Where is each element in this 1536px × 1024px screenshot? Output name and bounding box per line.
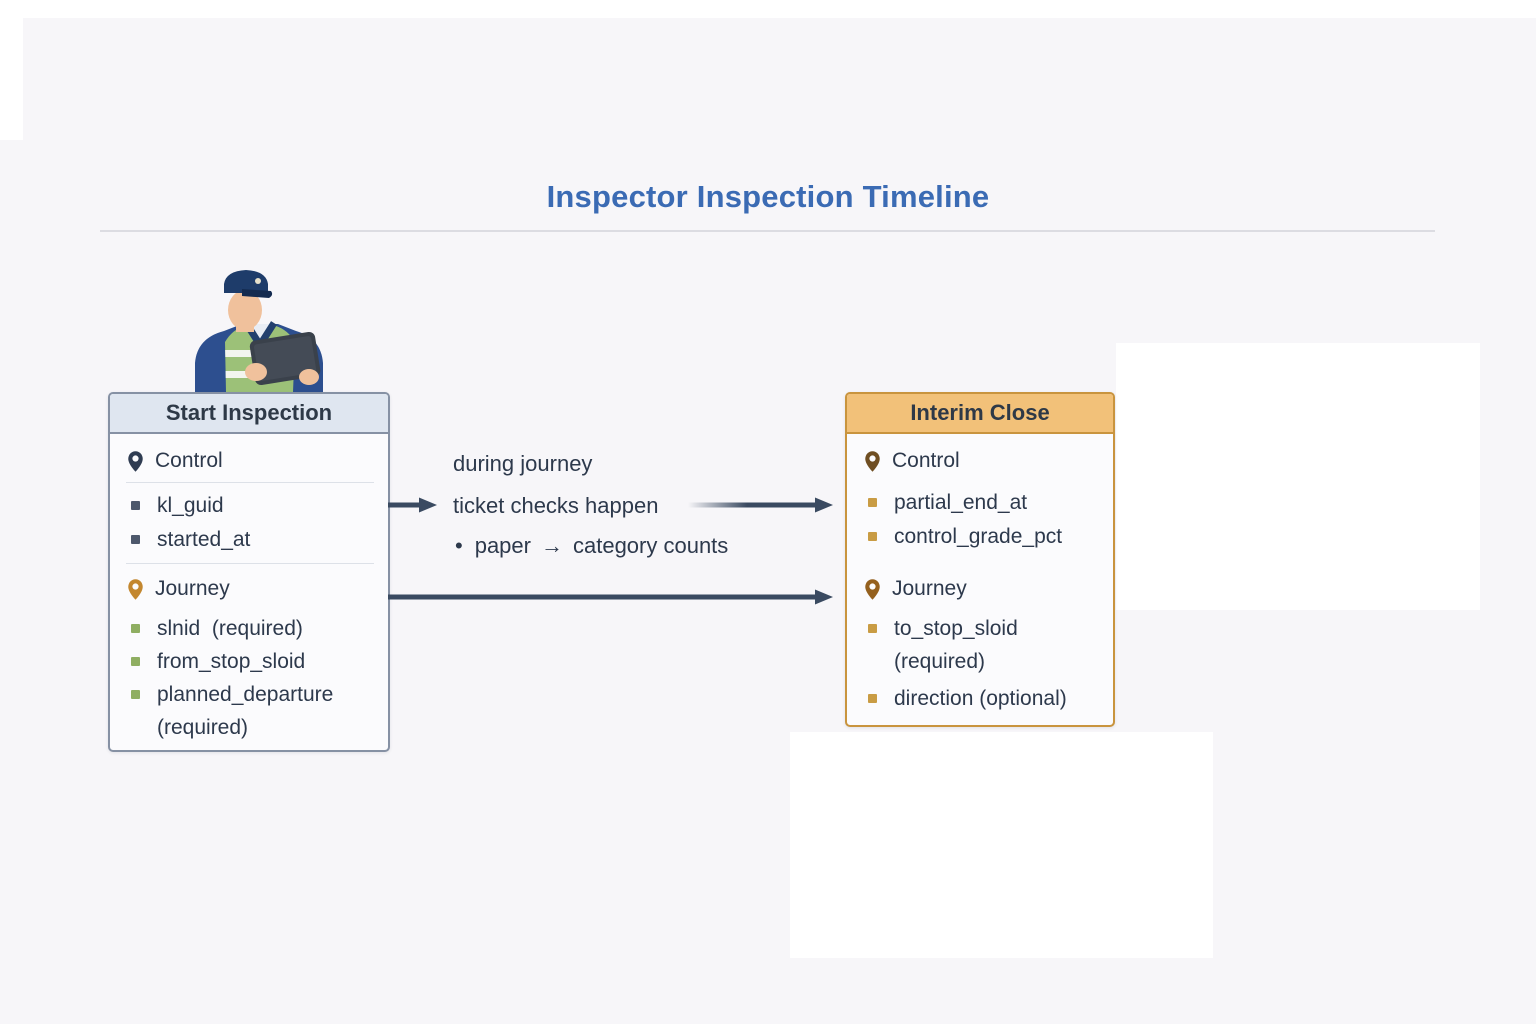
section-label: Journey bbox=[155, 577, 230, 600]
page-title: Inspector Inspection Timeline bbox=[546, 179, 990, 214]
start-inspection-card-body: Control kl_guid started_at bbox=[110, 434, 388, 754]
separator-line bbox=[126, 482, 374, 483]
inspector-cap-badge bbox=[255, 278, 261, 284]
flow-label-ticket-checks: ticket checks happen bbox=[453, 493, 659, 518]
background-white-strip-top bbox=[0, 0, 1536, 18]
item-text: slnid (required) bbox=[157, 617, 303, 640]
item-text: direction (optional) bbox=[894, 687, 1067, 710]
arrow-bottom bbox=[388, 589, 833, 605]
square-bullet-icon bbox=[131, 657, 140, 666]
arrow-top-continuation bbox=[688, 497, 833, 513]
section-label: Journey bbox=[892, 577, 967, 600]
square-bullet-icon bbox=[868, 498, 877, 507]
list-item: to_stop_sloid (required) bbox=[861, 612, 1101, 678]
location-pin-icon bbox=[865, 450, 880, 472]
inspector-right-hand bbox=[299, 369, 319, 385]
list-item: started_at bbox=[124, 523, 376, 557]
section-heading-journey: Journey bbox=[861, 574, 1101, 604]
arrow-top-stub bbox=[388, 497, 437, 513]
background-white-patch-right bbox=[1116, 343, 1480, 610]
section-label: Control bbox=[155, 449, 223, 472]
flow-word-category-counts: category counts bbox=[572, 533, 729, 558]
flow-label-paper-counts: • paper → category counts bbox=[455, 532, 728, 559]
list-item: partial_end_at bbox=[861, 486, 1101, 520]
location-pin-icon bbox=[128, 578, 143, 600]
square-bullet-icon bbox=[131, 624, 140, 633]
item-text: control_grade_pct bbox=[894, 525, 1063, 548]
separator-line bbox=[126, 563, 374, 564]
list-item: from_stop_sloid bbox=[124, 645, 376, 678]
location-pin-icon bbox=[128, 450, 143, 472]
section-heading-journey: Journey bbox=[124, 574, 376, 604]
inspector-face bbox=[228, 290, 262, 330]
list-item: slnid (required) bbox=[124, 612, 376, 645]
flow-word-paper: paper bbox=[474, 533, 531, 558]
interim-close-card-title: Interim Close bbox=[847, 394, 1113, 434]
square-bullet-icon bbox=[868, 624, 877, 633]
item-text: started_at bbox=[157, 528, 251, 551]
section-heading-control: Control bbox=[124, 446, 376, 476]
item-text: planned_departure (required) bbox=[157, 683, 334, 739]
background-white-patch-bottom bbox=[790, 732, 1213, 958]
square-bullet-icon bbox=[131, 501, 140, 510]
title-divider-line bbox=[100, 230, 1435, 232]
list-item: planned_departure (required) bbox=[124, 678, 376, 744]
item-text: from_stop_sloid bbox=[157, 650, 306, 673]
flow-arrows bbox=[388, 497, 833, 605]
inspector-illustration bbox=[195, 270, 323, 392]
item-text: to_stop_sloid (required) bbox=[894, 617, 1018, 673]
background-white-strip-left bbox=[0, 0, 23, 140]
section-heading-control: Control bbox=[861, 446, 1101, 476]
square-bullet-icon bbox=[868, 532, 877, 541]
inspector-cap bbox=[224, 270, 268, 293]
item-text: partial_end_at bbox=[894, 491, 1028, 514]
right-arrow-glyph-icon: → bbox=[540, 533, 563, 558]
item-text: kl_guid bbox=[157, 494, 224, 517]
square-bullet-icon bbox=[868, 694, 877, 703]
interim-close-card: Interim Close Control partial_end_at bbox=[845, 392, 1115, 727]
start-inspection-card: Start Inspection Control kl_guid bbox=[108, 392, 390, 752]
round-bullet-icon: • bbox=[455, 533, 463, 558]
interim-close-card-body: Control partial_end_at control_grade_pct bbox=[847, 434, 1113, 725]
section-label: Control bbox=[892, 449, 960, 472]
list-item: kl_guid bbox=[124, 489, 376, 523]
inspector-left-hand bbox=[245, 363, 267, 381]
inspector-cap-visor bbox=[242, 289, 273, 298]
list-item: direction (optional) bbox=[861, 682, 1101, 715]
flow-label-during-journey: during journey bbox=[453, 451, 593, 476]
location-pin-icon bbox=[865, 578, 880, 600]
square-bullet-icon bbox=[131, 690, 140, 699]
list-item: control_grade_pct bbox=[861, 520, 1101, 554]
start-inspection-card-title: Start Inspection bbox=[110, 394, 388, 434]
square-bullet-icon bbox=[131, 535, 140, 544]
